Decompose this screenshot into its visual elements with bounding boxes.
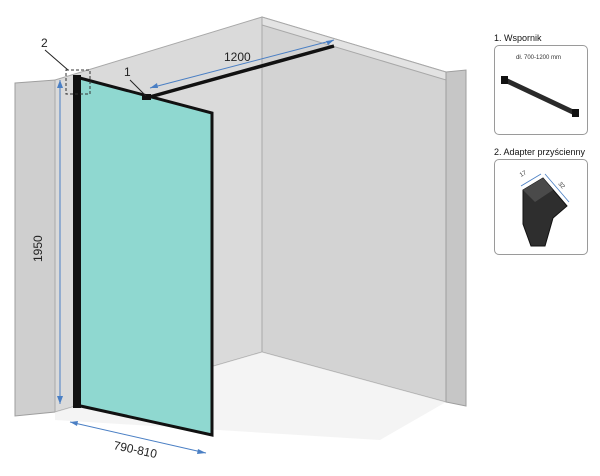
wall-adapter-profile [73,75,81,408]
support-panel-title: 1. Wspornik [494,33,542,43]
support-bar [145,44,335,100]
support-bar-illustration: dł. 700-1200 mm [501,55,579,117]
dim-arrow-790-a [70,421,78,426]
dim-arrow-1200-b [326,40,334,45]
support-bar-detail [503,77,577,116]
support-end-cap-right [572,109,579,117]
callout-2-leader [44,49,69,71]
adapter-profile-face [523,178,553,202]
support-length-caption: dł. 700-1200 mm [516,55,561,61]
support-bar-clamp [142,94,151,100]
adapter-dim-a: 17 [519,170,528,179]
support-end-cap-left [501,76,508,84]
dim-arrow-1200-a [150,83,158,88]
support-panel: dł. 700-1200 mm [494,45,588,135]
adapter-panel: 17 32 [494,159,588,255]
adapter-dim-b: 32 [557,181,566,190]
dim-label-1200: 1200 [224,50,251,64]
callout-2-label: 2 [41,36,48,50]
dim-label-790-810: 790-810 [112,438,158,461]
dim-arrow-790-b [197,449,206,454]
callout-1-label: 1 [124,65,131,79]
callout-1-leader [129,79,147,97]
dim-label-1950: 1950 [31,235,45,262]
right-wall [261,16,447,403]
adapter-panel-title: 2. Adapter przyścienny [494,147,586,157]
callout-2-detail-box [65,69,91,95]
adapter-profile-illustration: 17 32 [519,170,570,247]
glass-panel [74,75,214,437]
adapter-dim-a-line [520,173,542,187]
dim-arrow-1950-a [57,80,63,88]
dim-line-1200 [149,39,335,89]
dim-line-790-810 [69,421,207,454]
adapter-dim-b-line [544,173,570,203]
dim-arrow-1950-b [57,396,63,404]
right-wall-end [445,69,467,407]
